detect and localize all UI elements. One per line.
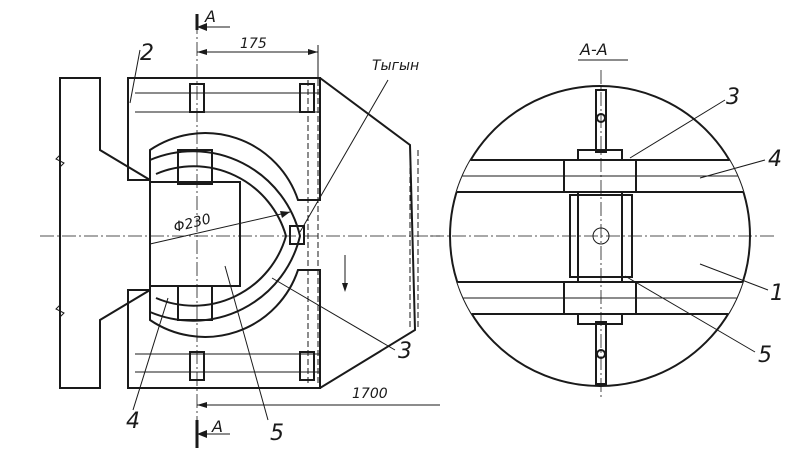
- section-title: A-A: [579, 40, 608, 59]
- part-4-label-right: 4: [768, 147, 782, 172]
- dimension-175: 175: [240, 36, 267, 52]
- part-5-label-right: 5: [758, 343, 772, 368]
- part-2-label: 2: [140, 41, 154, 66]
- section-mark-bottom: A: [211, 417, 223, 436]
- upper-block: [127, 77, 321, 201]
- housing-outline: [127, 77, 417, 389]
- part-1-label-right: 1: [770, 281, 784, 306]
- section-view: [430, 59, 775, 400]
- lower-block: [127, 269, 321, 389]
- plug-note: Тыгын: [372, 58, 419, 74]
- dimension-diameter: Φ230: [172, 211, 213, 236]
- left-view: [40, 14, 440, 448]
- part-5-label-left: 5: [270, 421, 284, 446]
- part-3-label-left: 3: [398, 339, 412, 364]
- section-mark-top: A: [204, 7, 216, 26]
- part-3-label-right: 3: [726, 85, 740, 110]
- part-4-label-left: 4: [126, 409, 140, 434]
- dimension-1700: 1700: [352, 386, 388, 402]
- left-flange: [59, 77, 151, 389]
